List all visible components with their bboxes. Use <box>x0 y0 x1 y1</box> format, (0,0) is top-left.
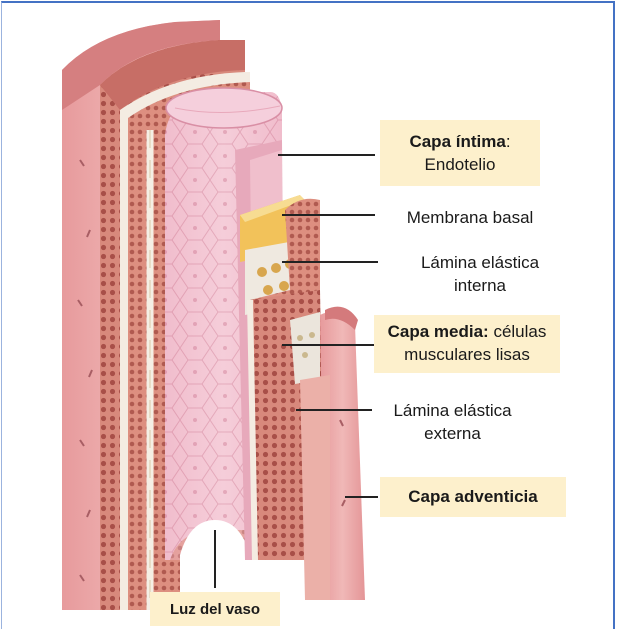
capa-media-subtitle-2: musculares lisas <box>404 345 530 364</box>
label-capa-intima: Capa íntima: Endotelio <box>380 120 540 186</box>
capa-media-subtitle-1: células <box>489 322 547 341</box>
label-lamina-elastica-externa: Lámina elástica externa <box>370 399 535 445</box>
label-lamina-elastica-interna: Lámina elástica interna <box>395 251 565 297</box>
lamina-interna-line-2: interna <box>454 276 506 295</box>
lamina-externa-line-1: Lámina elástica <box>393 401 511 420</box>
luz-del-vaso-text: Luz del vaso <box>170 601 260 618</box>
membrana-basal-text: Membrana basal <box>407 208 534 227</box>
label-luz-del-vaso: Luz del vaso <box>150 592 280 626</box>
capa-intima-title: Capa íntima <box>409 132 505 151</box>
lamina-externa-line-2: externa <box>424 424 481 443</box>
capa-intima-colon: : <box>506 132 511 151</box>
label-capa-adventicia: Capa adventicia <box>380 477 566 517</box>
capa-adventicia-text: Capa adventicia <box>408 487 537 506</box>
capa-media-title: Capa media: <box>388 322 489 341</box>
label-capa-media: Capa media: células musculares lisas <box>374 315 560 373</box>
lamina-interna-line-1: Lámina elástica <box>421 253 539 272</box>
label-membrana-basal: Membrana basal <box>390 206 550 229</box>
capa-intima-subtitle: Endotelio <box>425 155 496 174</box>
